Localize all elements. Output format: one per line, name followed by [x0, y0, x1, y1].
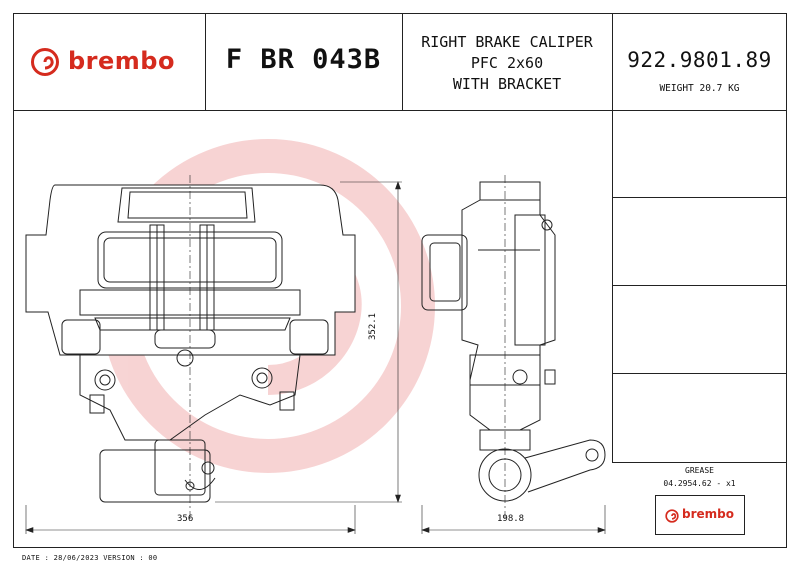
article-number: 922.9801.89: [627, 48, 772, 72]
brembo-logo-icon: [31, 48, 59, 76]
brand-name: brembo: [68, 47, 175, 75]
footer-info: DATE : 28/06/2023 VERSION : 00: [22, 554, 158, 562]
grease-label: GREASE: [685, 466, 714, 475]
side-panel-divider: [612, 462, 787, 463]
description-line: PFC 2x60: [470, 54, 544, 72]
brand-name: brembo: [682, 507, 734, 521]
description-line: RIGHT BRAKE CALIPER: [421, 33, 593, 51]
side-panel-divider: [612, 13, 613, 462]
brembo-logo-icon: [665, 509, 679, 523]
side-panel-divider: [612, 197, 787, 198]
brand-logo: brembo: [30, 45, 195, 79]
dimension-side-width: 198.8: [497, 514, 525, 524]
front-view-drawing: [25, 175, 356, 520]
part-code: F BR 043B: [225, 44, 382, 75]
grease-brand-box: brembo: [655, 495, 745, 535]
side-panel-divider: [612, 373, 787, 374]
side-view-drawing: [421, 175, 606, 520]
drawing-sheet: [13, 13, 787, 548]
title-divider: [13, 110, 787, 111]
dimension-lines: [25, 181, 606, 534]
description-line: WITH BRACKET: [452, 75, 562, 93]
title-divider: [205, 13, 206, 110]
weight-label: WEIGHT 20.7 KG: [659, 83, 740, 94]
grease-value: 04.2954.62 - x1: [663, 479, 736, 488]
title-divider: [402, 13, 403, 110]
side-panel-divider: [612, 285, 787, 286]
description: RIGHT BRAKE CALIPER PFC 2x60 WITH BRACKE…: [402, 32, 612, 95]
dimension-front-width: 356: [177, 514, 194, 524]
dimension-front-height: 352.1: [368, 312, 378, 340]
